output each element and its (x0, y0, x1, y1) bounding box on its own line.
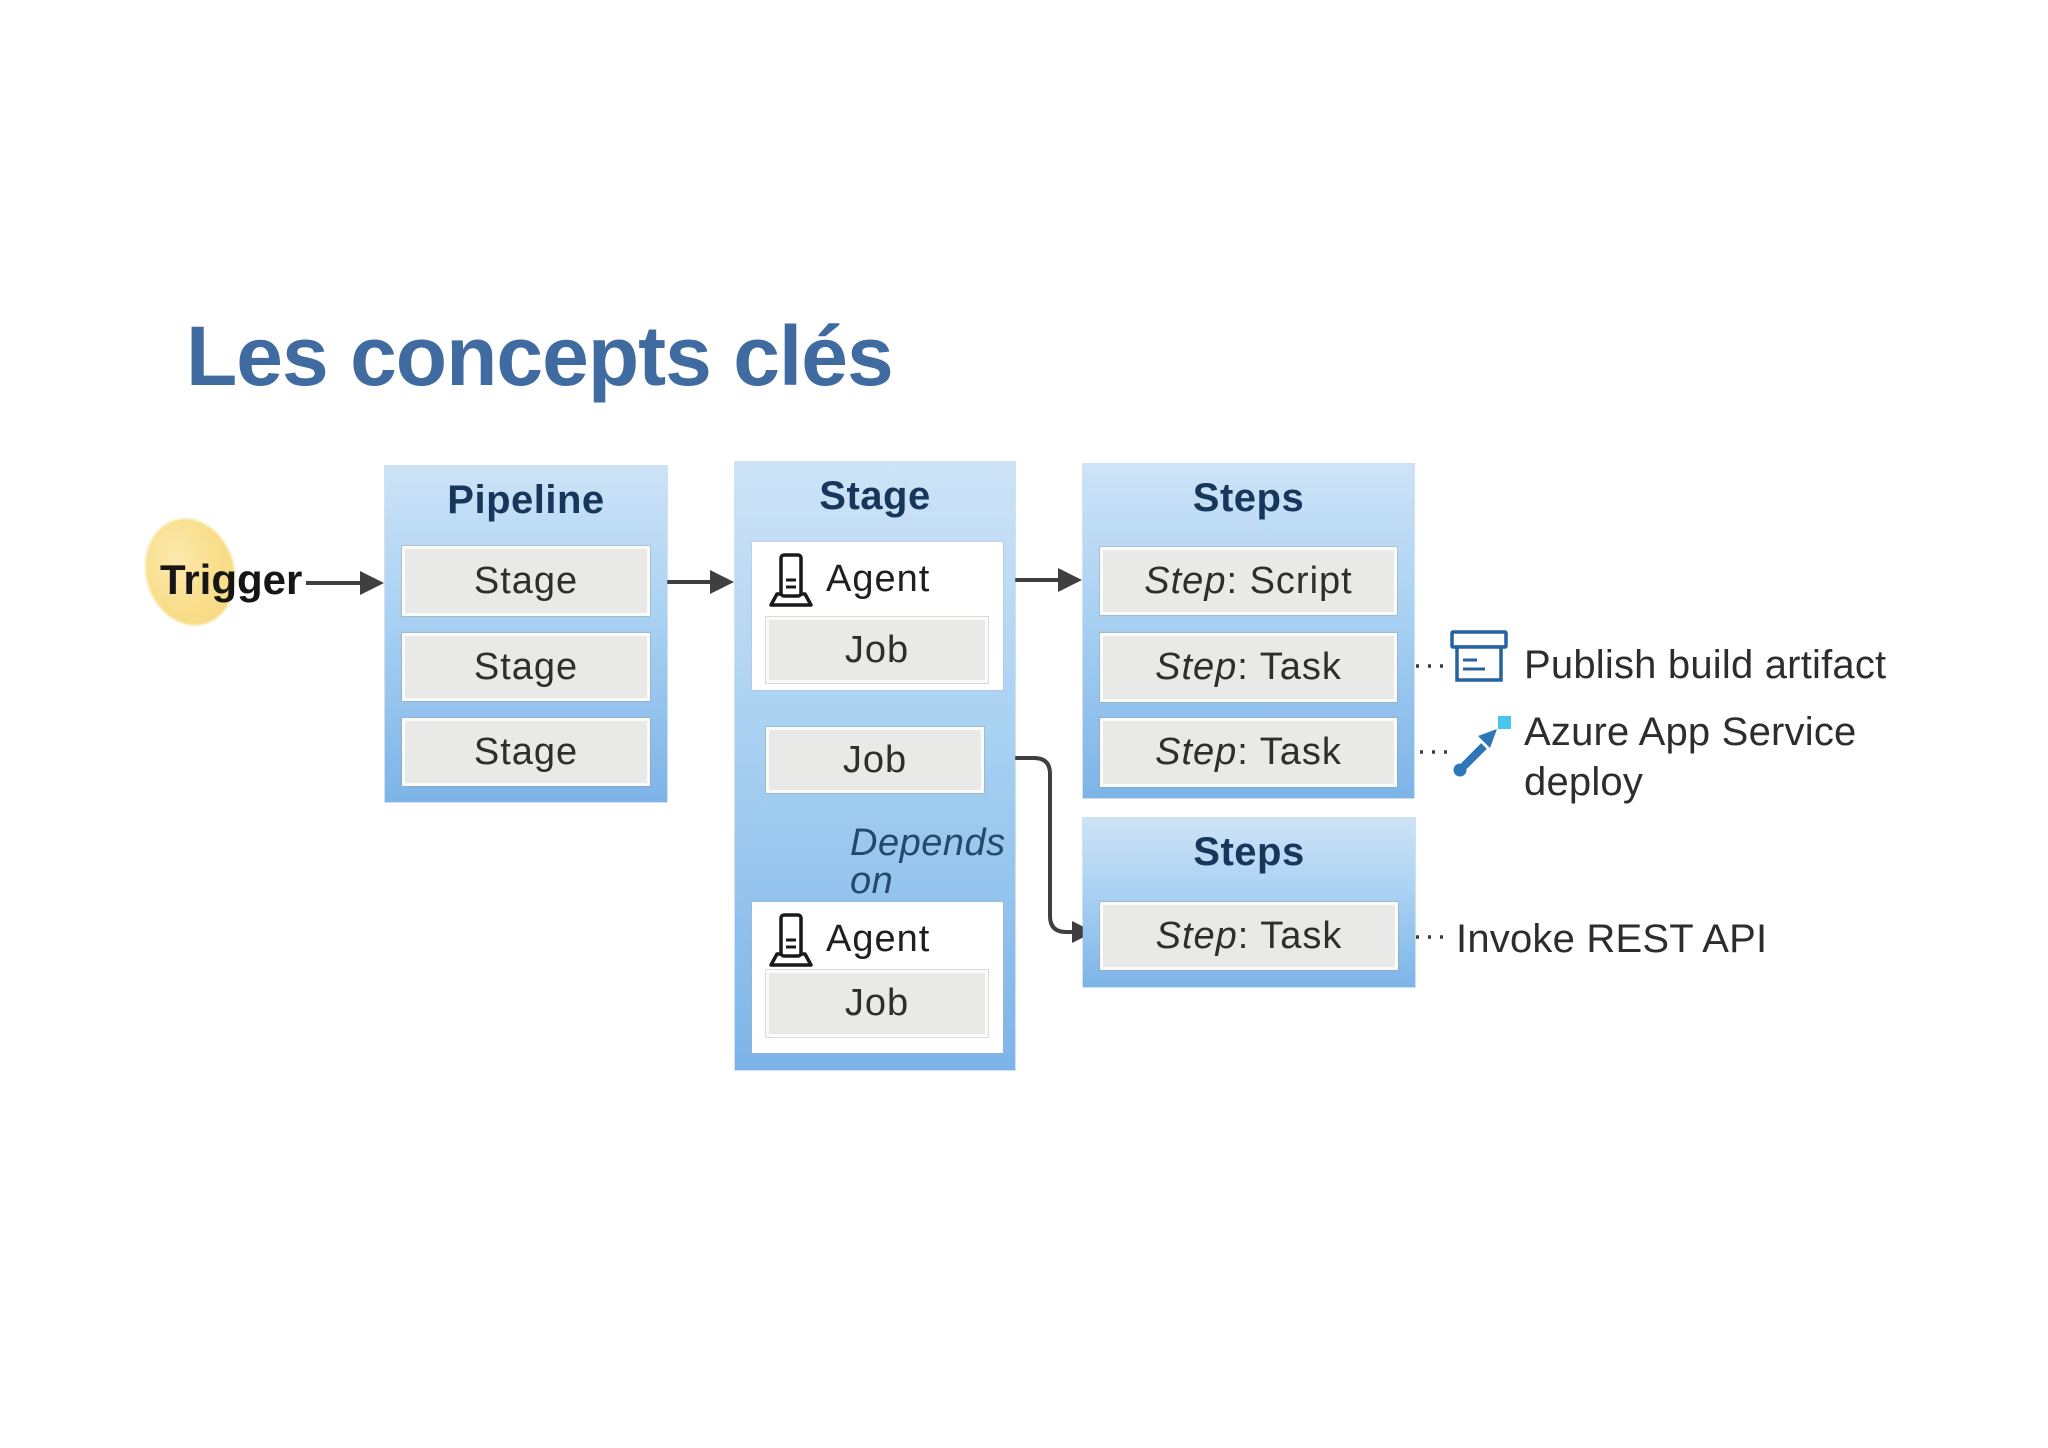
agent-panel: Agent Job (752, 902, 1003, 1053)
annotation-azure-label: Azure App Service deploy (1524, 710, 1857, 804)
azure-app-service-deploy-icon (1453, 716, 1511, 777)
step-row-prefix: Step (1155, 646, 1238, 688)
depends-on-label-line2: on (850, 860, 894, 902)
agent-label: Agent (826, 558, 931, 600)
step-row-suffix: : Task (1237, 731, 1342, 773)
arrow-agent-to-steps (1004, 568, 1082, 592)
pipeline-stage-row: Stage (402, 718, 650, 786)
step-row: Step: Task (1100, 633, 1397, 702)
agent-server-icon (769, 913, 813, 967)
step-row-suffix: : Task (1237, 646, 1342, 688)
page-title: Les concepts clés (186, 309, 894, 404)
annotation-invoke-label: Invoke REST API (1456, 917, 1768, 961)
job-box: Job (766, 617, 988, 683)
pipeline-box-title: Pipeline (447, 478, 605, 522)
step-row-prefix: Step (1144, 559, 1227, 602)
job-box-standalone: Job (766, 727, 984, 793)
agent-panel: Agent Job (752, 542, 1003, 690)
steps-box-primary: Steps Step: Script Step: Task Step: Task (1083, 464, 1414, 798)
job-box: Job (766, 970, 988, 1037)
pipeline-stage-row: Stage (402, 633, 650, 701)
trigger-label: Trigger (160, 556, 303, 603)
depends-on-label-line1: Depends (850, 822, 1006, 864)
steps-box-title: Steps (1192, 476, 1305, 520)
step-row-prefix: Step (1155, 731, 1238, 773)
step-row-suffix: : Script (1226, 559, 1353, 602)
agent-label: Agent (826, 918, 931, 960)
agent-server-icon (769, 553, 813, 607)
step-row-suffix: : Task (1237, 914, 1343, 957)
steps-box-title: Steps (1193, 830, 1305, 874)
annotation-publish-label: Publish build artifact (1524, 643, 1887, 687)
step-row: Step: Script (1100, 547, 1397, 615)
steps-box-secondary: Steps Step: Task (1083, 818, 1415, 987)
step-row: Step: Task (1100, 902, 1398, 970)
pipeline-box: Pipeline Stage Stage Stage (385, 466, 667, 802)
stage-box: Stage Agent Job Job Depends on (735, 462, 1015, 1070)
step-row-prefix: Step (1155, 914, 1238, 957)
pipeline-stage-row: Stage (402, 546, 650, 616)
step-row: Step: Task (1100, 718, 1397, 787)
arrow-trigger-to-pipeline (306, 571, 384, 595)
stage-box-title: Stage (819, 474, 931, 518)
publish-build-artifact-icon (1450, 630, 1508, 682)
